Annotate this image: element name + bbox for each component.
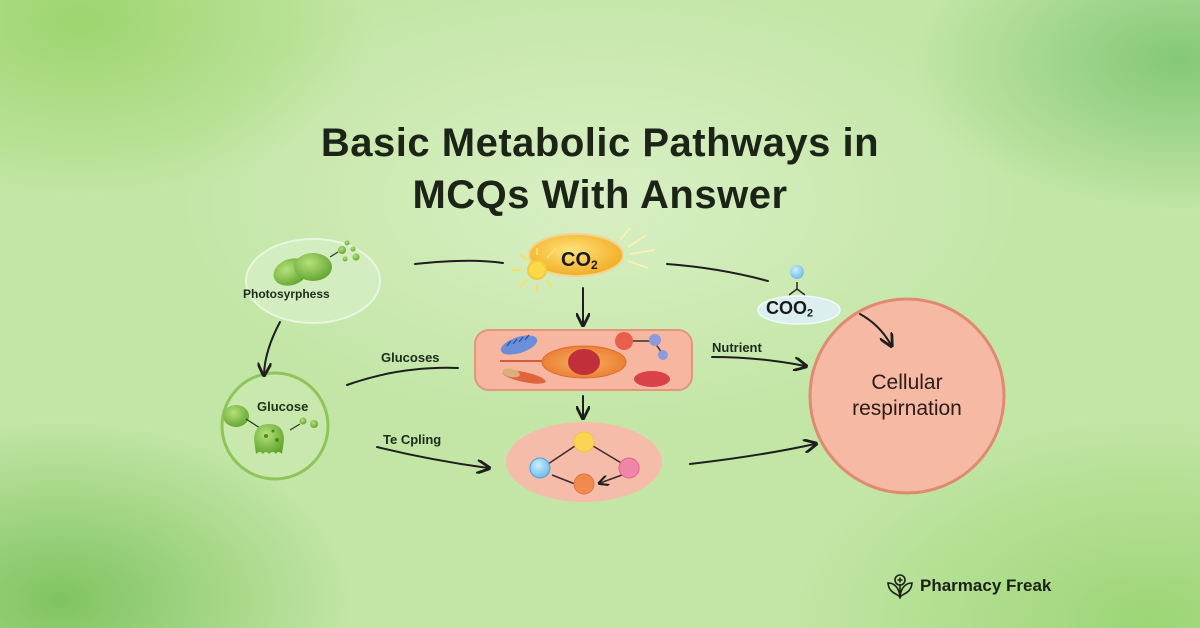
arrow-glucose-to-cycle	[376, 446, 488, 468]
glucose-node	[220, 371, 330, 481]
co2-subscript: 2	[591, 258, 598, 272]
cellular-respiration-label: Cellular respirnation	[812, 370, 1002, 422]
arrow-cell-to-respiration	[711, 356, 805, 366]
cellular-respiration-line-1: Cellular	[871, 371, 943, 394]
sun-icon	[512, 247, 557, 292]
edge-glucose-to-cell	[346, 366, 459, 386]
photosynthesis-node	[245, 238, 381, 324]
cycle-bubble	[506, 422, 662, 502]
brand-logo: Pharmacy Freak	[886, 573, 1051, 599]
edge-label-te-cpling: Te Cpling	[383, 432, 442, 447]
arrow-cycle-to-respiration	[689, 444, 815, 465]
edge-label-glucoses: Glucoses	[381, 350, 440, 365]
title-line-1: Basic Metabolic Pathways in	[320, 121, 880, 165]
edge-photosynthesis-to-co2	[414, 259, 504, 265]
glucose-cell-icon	[223, 405, 318, 454]
cell-node	[474, 329, 693, 391]
edge-co2-to-coo2	[666, 263, 769, 282]
co2-sun-node	[512, 227, 656, 292]
co2-text: CO	[561, 249, 591, 271]
metabolic-cycle-icon	[529, 431, 640, 495]
cellular-respiration-circle	[808, 297, 1006, 495]
photosynthesis-label: Photosyrphess	[243, 287, 330, 301]
cycle-node	[506, 422, 662, 502]
coo2-text: COO	[766, 298, 808, 318]
leaf-pharmacy-logo-icon	[887, 574, 913, 599]
sun-rays-right-icon	[619, 227, 656, 269]
title-line-2: MCQs With Answer	[412, 173, 788, 217]
cellular-respiration-line-2: respirnation	[852, 397, 962, 420]
arrow-photosynthesis-to-glucose	[264, 321, 281, 374]
arrow-coo2-to-respiration	[859, 313, 891, 345]
co2-pill	[528, 233, 624, 277]
coo2-label: COO2	[766, 298, 813, 320]
page-title: Basic Metabolic Pathways in MCQs With An…	[0, 117, 1200, 221]
glucose-label: Glucose	[257, 399, 309, 414]
edge-label-nutrient: Nutrient	[712, 340, 762, 355]
chloroplast-icon	[273, 240, 360, 286]
molecule-icon	[790, 265, 804, 279]
co2-label: CO2	[561, 249, 598, 272]
brand-name: Pharmacy Freak	[920, 576, 1052, 595]
coo2-subscript: 2	[807, 307, 814, 320]
cell-organelles-icon	[500, 332, 670, 387]
coo2-node	[757, 265, 841, 325]
coo2-pill	[757, 295, 841, 325]
